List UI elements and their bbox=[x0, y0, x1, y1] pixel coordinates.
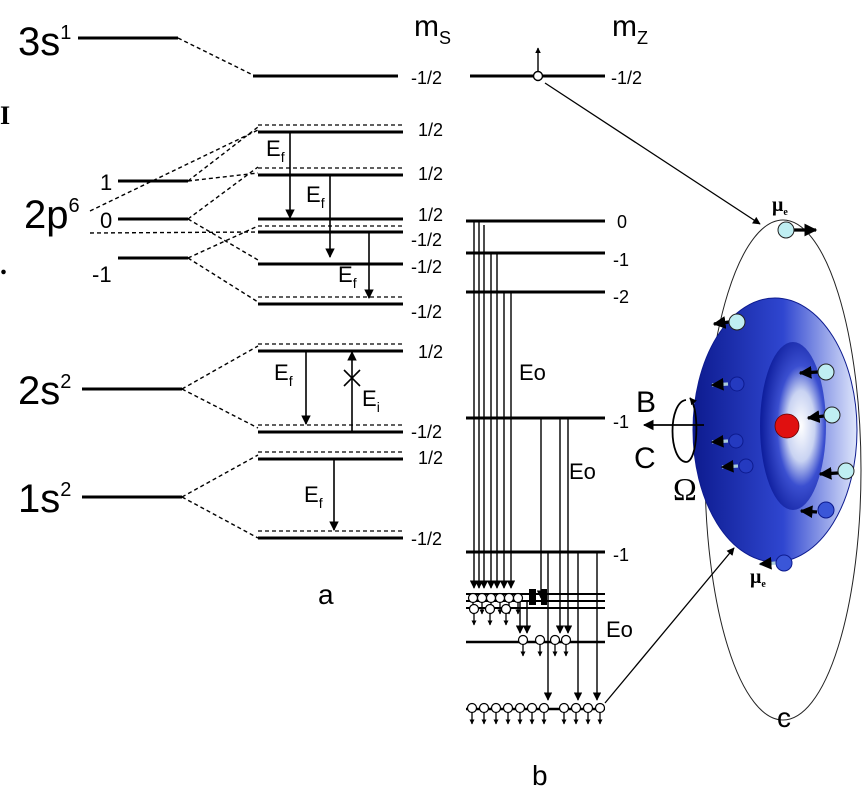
electron bbox=[490, 702, 502, 714]
ml-label-minus1: -1 bbox=[92, 262, 112, 287]
electron-clusters bbox=[466, 592, 606, 725]
edge-mark-top: I bbox=[0, 101, 10, 130]
pointer-bottom bbox=[604, 547, 735, 704]
panel-c: μe μe B C Ω c bbox=[544, 82, 862, 733]
electron bbox=[558, 702, 570, 714]
panel-a-label: a bbox=[318, 579, 334, 610]
electron bbox=[466, 702, 478, 714]
ms-p-4: -1/2 bbox=[411, 257, 442, 277]
electron bbox=[494, 592, 506, 604]
ml-label-1: 1 bbox=[100, 170, 112, 195]
dense-block bbox=[529, 589, 536, 605]
ms-s2-0: 1/2 bbox=[418, 342, 443, 362]
split-connectors bbox=[89, 37, 259, 539]
rotation-icon bbox=[671, 397, 698, 463]
nucleus bbox=[774, 413, 800, 439]
electron bbox=[570, 702, 582, 714]
ef-transitions bbox=[285, 132, 374, 531]
eo-label-3: Eo bbox=[606, 617, 633, 642]
electron bbox=[514, 702, 526, 714]
orbital-1s-label: 1s2 bbox=[18, 477, 71, 521]
mz-level-0: 0 bbox=[617, 212, 627, 232]
mz-level-2: -2 bbox=[613, 287, 629, 307]
mz-level-1: -1 bbox=[613, 250, 629, 270]
ms-s1-1: -1/2 bbox=[411, 529, 442, 549]
ei-label: Ei bbox=[362, 386, 380, 415]
mu-e-bottom: μe bbox=[750, 566, 766, 590]
orbital-2p-label: 2p6 bbox=[24, 193, 80, 237]
ms-p-2: 1/2 bbox=[418, 205, 443, 225]
eo-transitions bbox=[469, 221, 602, 701]
mz-top: -1/2 bbox=[611, 68, 642, 88]
electron bbox=[467, 592, 479, 604]
electron bbox=[512, 592, 524, 604]
ms-p-5: -1/2 bbox=[411, 302, 442, 322]
electron bbox=[538, 702, 550, 714]
electron bbox=[517, 634, 529, 646]
electron bbox=[476, 592, 488, 604]
ef-label-4: Ef bbox=[274, 360, 293, 389]
electron bbox=[594, 702, 606, 714]
mz-header: mZ bbox=[612, 10, 648, 48]
top-electron bbox=[532, 70, 544, 82]
ef-label-5: Ef bbox=[304, 482, 323, 511]
ms-s1-0: 1/2 bbox=[418, 448, 443, 468]
mz-level-4: -1 bbox=[613, 545, 629, 565]
electron bbox=[549, 634, 561, 646]
split-1s-levels bbox=[258, 451, 403, 540]
electron bbox=[502, 702, 514, 714]
split-2s-levels bbox=[258, 343, 403, 434]
ms-p-1: 1/2 bbox=[418, 164, 443, 184]
panel-a: 3s1 2p6 2s2 1s2 1 0 -1 bbox=[18, 20, 443, 610]
eo-label-1: Eo bbox=[519, 360, 546, 385]
electron bbox=[560, 634, 572, 646]
electron bbox=[484, 603, 496, 615]
panel-c-label: c bbox=[777, 702, 791, 733]
edge-mark-mid: . bbox=[0, 250, 7, 281]
ms-s2-1: -1/2 bbox=[411, 422, 442, 442]
orbital-3s-label: 3s1 bbox=[18, 20, 71, 64]
ef-label-3: Ef bbox=[338, 262, 357, 291]
panel-b: -1/2 0 -1 -2 -1 -1 bbox=[466, 47, 642, 791]
ms-p-0: 1/2 bbox=[418, 120, 443, 140]
ms-p-3: -1/2 bbox=[411, 230, 442, 250]
b-label: B bbox=[636, 386, 656, 419]
ef-label-1: Ef bbox=[266, 136, 285, 165]
electron bbox=[526, 702, 538, 714]
ml-label-0: 0 bbox=[100, 208, 112, 233]
eo-label-2: Eo bbox=[569, 459, 596, 484]
ms-top: -1/2 bbox=[411, 68, 442, 88]
ei-forbidden-cross bbox=[343, 369, 361, 387]
omega-label: Ω bbox=[673, 471, 697, 507]
electron bbox=[500, 603, 512, 615]
electron bbox=[534, 634, 546, 646]
mu-e-top: μe bbox=[772, 194, 788, 218]
electron bbox=[478, 702, 490, 714]
electron bbox=[582, 702, 594, 714]
c-label: C bbox=[634, 442, 656, 475]
ms-header: mS bbox=[414, 10, 451, 48]
torus-electrons bbox=[710, 313, 855, 572]
orbit-electron bbox=[777, 221, 795, 239]
electron bbox=[468, 603, 480, 615]
pointer-top bbox=[544, 82, 761, 225]
ef-label-2: Ef bbox=[306, 182, 325, 211]
electron bbox=[503, 592, 515, 604]
dense-block-2 bbox=[541, 589, 547, 605]
orbital-2s-label: 2s2 bbox=[18, 369, 71, 413]
panel-b-label: b bbox=[532, 760, 548, 791]
electron bbox=[485, 592, 497, 604]
mz-level-3: -1 bbox=[613, 412, 629, 432]
